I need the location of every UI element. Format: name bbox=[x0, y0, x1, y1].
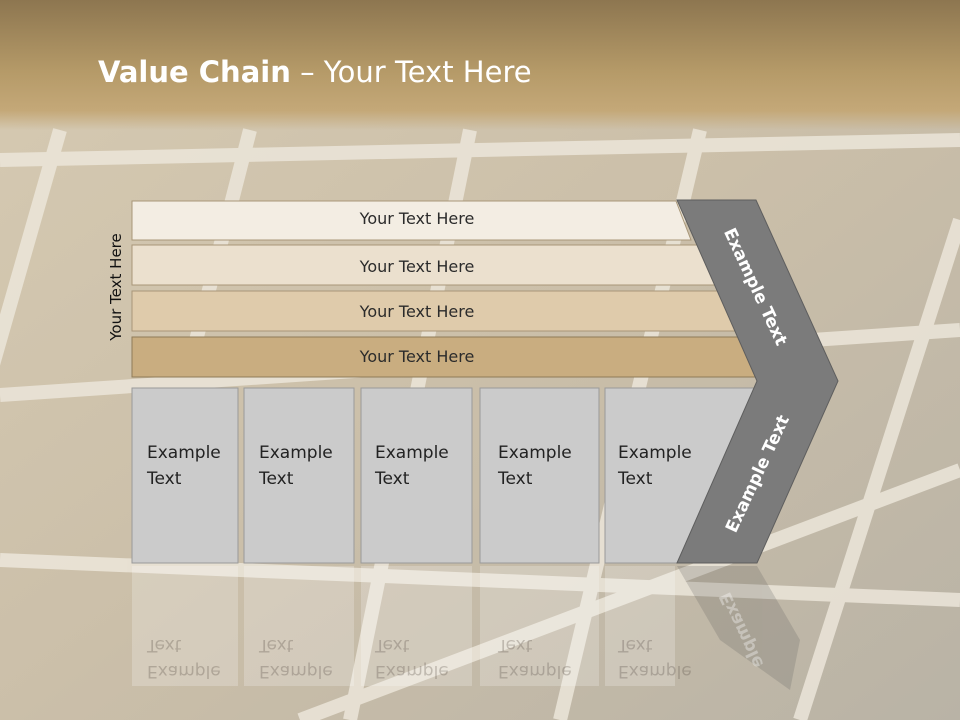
slide-title-bold: Value Chain bbox=[98, 55, 291, 89]
slide-title-rest: – Your Text Here bbox=[290, 55, 532, 89]
box-4-line1: Example bbox=[498, 443, 572, 463]
box-3-reflection-line1: Example bbox=[375, 661, 449, 681]
band-1-shape bbox=[131, 200, 692, 241]
box-3-shape bbox=[360, 387, 473, 564]
box-1-reflection: Example Text bbox=[147, 632, 221, 684]
box-3-line1: Example bbox=[375, 443, 449, 463]
box-5-reflection: Example Text bbox=[618, 632, 692, 684]
box-3-line2: Text bbox=[375, 469, 410, 489]
box-1-line1: Example bbox=[147, 443, 221, 463]
chevron-shape bbox=[676, 199, 839, 564]
box-1-line2: Text bbox=[147, 469, 182, 489]
title-bar bbox=[0, 0, 960, 130]
band-2-label: Your Text Here bbox=[359, 257, 475, 276]
box-5-reflection-line2: Text bbox=[618, 635, 653, 655]
box-3-reflection-line2: Text bbox=[375, 635, 410, 655]
box-3-reflection: Example Text bbox=[375, 632, 449, 684]
slide-title: Value Chain – Your Text Here bbox=[98, 55, 532, 89]
box-5-line2: Text bbox=[618, 469, 653, 489]
band-3-label: Your Text Here bbox=[359, 302, 475, 321]
box-4-reflection-line1: Example bbox=[498, 661, 572, 681]
box-4-reflection-line2: Text bbox=[498, 635, 533, 655]
box-1-shape bbox=[131, 387, 239, 564]
box-2-line1: Example bbox=[259, 443, 333, 463]
box-4-reflection: Example Text bbox=[498, 632, 572, 684]
box-4-line2: Text bbox=[498, 469, 533, 489]
box-2-line2: Text bbox=[259, 469, 294, 489]
band-1-label: Your Text Here bbox=[359, 209, 475, 228]
box-2-reflection: Example Text bbox=[259, 632, 333, 684]
box-4-shape bbox=[479, 387, 600, 564]
box-2-shape bbox=[243, 387, 355, 564]
box-5-reflection-line1: Example bbox=[618, 661, 692, 681]
box-5-line1: Example bbox=[618, 443, 692, 463]
band-4-label: Your Text Here bbox=[359, 347, 475, 366]
box-1-reflection-line2: Text bbox=[147, 635, 182, 655]
box-1-reflection-line1: Example bbox=[147, 661, 221, 681]
box-2-reflection-line2: Text bbox=[259, 635, 294, 655]
box-2-reflection-line1: Example bbox=[259, 661, 333, 681]
